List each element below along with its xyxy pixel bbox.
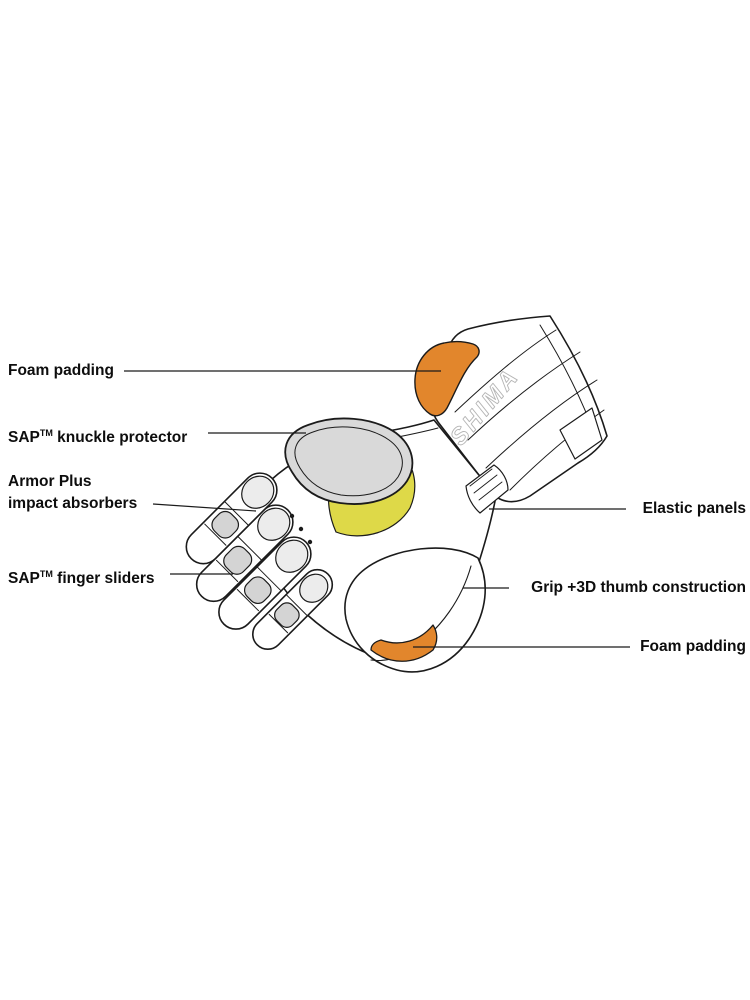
label-armor-line1: Armor Plus (8, 473, 92, 490)
trademark-sup: TM (39, 569, 53, 579)
label-sliders-rest: finger sliders (52, 570, 155, 588)
ventilation-dot (298, 526, 304, 532)
elastic-rib-line (478, 481, 503, 501)
impact-absorber-pad (275, 539, 309, 573)
elastic-panel (465, 464, 509, 514)
finger-slider-pad (274, 602, 300, 628)
finger-joint-line (257, 567, 281, 591)
finger-joint-line (268, 613, 289, 634)
label-elastic-panels-text: Elastic panels (642, 500, 746, 517)
elastic-panel-body (465, 464, 509, 514)
cuff-fold-line (467, 351, 581, 441)
finger-slider-pad (223, 545, 253, 575)
finger-joint-line (224, 501, 249, 526)
label-sap-knuckle-protector: SAPTM knuckle protector (8, 422, 187, 449)
finger-joint-line (286, 594, 308, 616)
label-foam-padding-top-text: Foam padding (8, 362, 114, 379)
elastic-rib-line (473, 474, 498, 494)
label-knuckle-rest: knuckle protector (52, 429, 188, 447)
callout-line-impact-absorbers (152, 503, 257, 512)
label-elastic-panels: Elastic panels (643, 498, 746, 520)
impact-absorber-pad (299, 573, 329, 603)
callout-lines (124, 370, 630, 648)
foam-padding-thumb-patch (370, 624, 438, 662)
impact-absorber-pad (257, 507, 291, 541)
finger-joint-line (237, 536, 262, 561)
label-armor-plus: Armor Plus impact absorbers (8, 471, 137, 515)
cuff-fold-line (454, 329, 557, 413)
label-armor-line2: impact absorbers (8, 495, 138, 512)
finger-slider-pad (243, 576, 272, 605)
cuff-strap (559, 407, 603, 460)
label-foam-padding-bottom: Foam padding (640, 636, 746, 658)
knuckle-protector-inner-line (294, 426, 403, 497)
finger-ring (218, 536, 312, 630)
finger-joint-line (236, 588, 260, 612)
elastic-rib-line (469, 468, 493, 487)
label-grip-thumb-text: Grip +3D thumb construction (531, 579, 746, 596)
finger-pinky (251, 568, 334, 651)
foam-padding-cuff-patch (414, 340, 480, 417)
finger-joint-line (215, 559, 239, 583)
trademark-sup: TM (39, 428, 53, 438)
ventilation-dot (289, 513, 295, 519)
label-foam-padding-top: Foam padding (8, 360, 114, 382)
label-grip-thumb-construction: Grip +3D thumb construction (531, 577, 746, 599)
label-sap-finger-sliders: SAPTM finger sliders (8, 563, 155, 590)
finger-slider-pad (211, 510, 240, 539)
finger-index (185, 472, 278, 565)
cuff-fold-line (485, 379, 598, 469)
ventilation-dots (289, 513, 313, 545)
finger-joint-line (204, 523, 227, 546)
label-sap-prefix: SAP (8, 570, 40, 588)
knuckle-protector (284, 417, 414, 505)
label-sap-prefix: SAP (8, 429, 40, 447)
ventilation-dot (307, 539, 313, 545)
label-foam-padding-bottom-text: Foam padding (640, 638, 746, 655)
